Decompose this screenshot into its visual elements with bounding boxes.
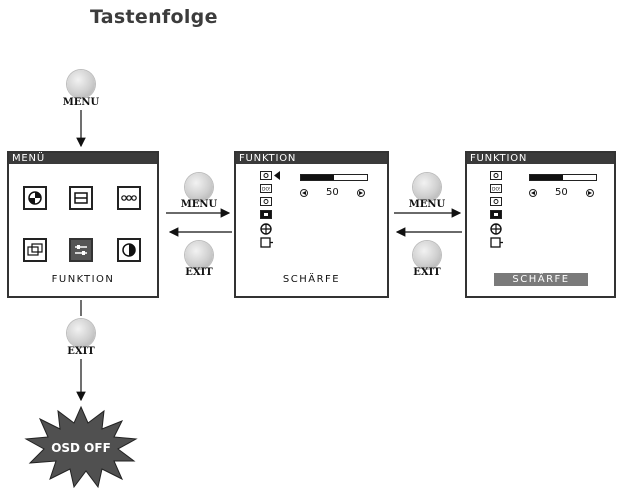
clock-icon[interactable] (490, 197, 502, 206)
value-row: 50 (300, 187, 365, 198)
selected-arrow-icon (274, 171, 280, 180)
osd-off-burst: OSD OFF (24, 405, 138, 489)
exit-button-circle[interactable] (413, 241, 441, 269)
sharpness-bar-fill (530, 175, 563, 180)
page-title: Tastenfolge (90, 6, 218, 28)
svg-text:DOS: DOS (262, 187, 270, 192)
dos-icon[interactable]: DOS (490, 184, 502, 193)
main-menu-label: FUNKTION (51, 274, 115, 285)
svg-text:DOS: DOS (492, 187, 500, 192)
menu-button-circle[interactable] (413, 173, 441, 201)
exit-button-label: EXIT (185, 267, 213, 278)
exit-button-circle[interactable] (185, 241, 213, 269)
value-text: 50 (555, 187, 568, 198)
function-panel-1: FUNKTION DOS 50 SCHÄRFE (234, 151, 389, 298)
exit-button-label: EXIT (67, 346, 95, 357)
language-icon[interactable] (260, 223, 272, 235)
sharpness-icon[interactable] (260, 171, 272, 180)
function-panel-2: FUNKTION DOS 50 SCHÄRFE (465, 151, 616, 298)
menu-button-label: MENU (408, 199, 446, 210)
video-icon[interactable] (260, 210, 272, 219)
decrease-icon[interactable] (529, 188, 537, 197)
sharpness-bar-fill (301, 175, 334, 180)
increase-icon[interactable] (585, 188, 594, 197)
decrease-icon[interactable] (300, 188, 308, 197)
increase-icon[interactable] (356, 188, 365, 197)
osd-off-text: OSD OFF (51, 441, 111, 455)
exit-button-circle[interactable] (67, 319, 95, 347)
function-panel-1-header: FUNKTION (236, 153, 387, 164)
dos-icon[interactable]: DOS (260, 184, 272, 193)
sharpness-icon[interactable] (490, 171, 502, 180)
input-icon[interactable] (490, 237, 504, 248)
clock-icon[interactable] (260, 197, 272, 206)
video-icon[interactable] (490, 210, 502, 219)
value-row: 50 (529, 187, 594, 198)
size-icon[interactable] (23, 238, 47, 262)
menu-button-circle[interactable] (67, 70, 95, 98)
input-icon[interactable] (260, 237, 274, 248)
function-icon[interactable] (69, 238, 93, 262)
menu-button-label: MENU (180, 199, 218, 210)
exit-button-label: EXIT (413, 267, 441, 278)
main-menu-panel: MENÜ (7, 151, 159, 298)
position-icon[interactable] (69, 186, 93, 210)
main-menu-header: MENÜ (9, 153, 157, 164)
color-icon[interactable] (23, 186, 47, 210)
contrast-icon[interactable] (117, 238, 141, 262)
language-icon[interactable] (490, 223, 502, 235)
function-panel-1-label: SCHÄRFE (282, 274, 341, 285)
menu-button-label: MENU (62, 97, 100, 108)
dots-icon[interactable] (117, 186, 141, 210)
selected-label-bar[interactable]: SCHÄRFE (494, 273, 588, 286)
menu-button-circle[interactable] (185, 173, 213, 201)
function-panel-2-header: FUNKTION (467, 153, 614, 164)
sharpness-bar[interactable] (529, 174, 597, 181)
value-text: 50 (326, 187, 339, 198)
sharpness-bar[interactable] (300, 174, 368, 181)
